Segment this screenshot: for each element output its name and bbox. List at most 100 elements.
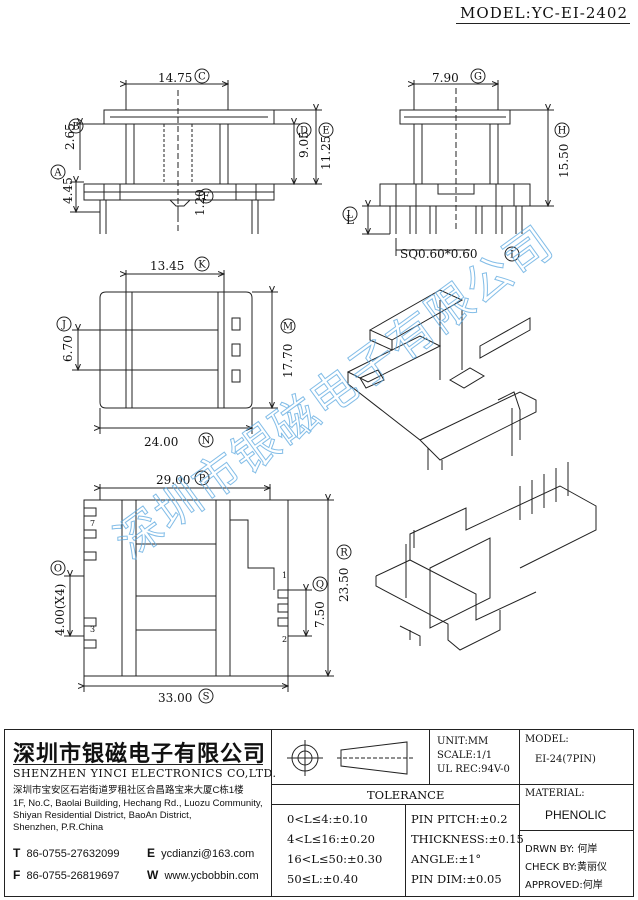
front-view [70,80,322,234]
ul-rec: UL REC:94V-0 [437,764,510,775]
dim-f-value: 1.20 [193,189,207,216]
top-view [72,270,278,434]
dimension-marker-label: S [203,692,210,703]
dimension-marker-circle [312,576,328,592]
dimension-marker-circle [470,68,486,84]
dimension-marker-circle [56,316,72,332]
dimension-marker-label: Q [316,580,324,591]
unit: UNIT:MM [437,736,489,747]
address-en-2: Shiyan Residential District, BaoAn Distr… [13,810,192,821]
model-label: MODEL: [525,734,569,745]
dimension-marker-circle [554,122,570,138]
email-row: E ycdianzi@163.com [147,846,254,860]
dim-e-value: 11.25 [319,136,333,170]
approved-by: APPROVED:何岸 [525,880,603,891]
fax-number: 86-0755-26819697 [26,870,120,882]
phone-label: T [13,846,21,860]
angle: ANGLE:±1° [411,852,482,866]
dimension-marker-label: J [61,320,66,331]
dim-b-value: 2.65 [63,123,77,150]
technical-drawing: 14.75 7.90 13.45 24.00 29.00 33.00 SQ0.6… [50,68,597,705]
dim-m-value: 17.70 [281,344,295,378]
dimension-marker-label: H [558,126,567,137]
address-cn: 深圳市宝安区石岩街道罗租社区合昌路宝来大厦C栋1楼 [13,785,244,796]
bottom-view [64,484,334,692]
tolerance-title: TOLERANCE [367,788,445,802]
dimension-marker-circle [296,122,312,138]
tolerance-4: 50≤L:±0.40 [287,872,359,886]
address-en-1: 1F, No.C, Baolai Building, Hechang Rd., … [13,798,263,809]
company-name-cn: 深圳市银磁电子有限公司 [13,742,267,767]
dimension-marker-circle [198,432,214,448]
dimension-marker-label: L [347,210,354,221]
dimension-marker-label: A [53,168,62,179]
dim-o-value: 4.00(X4) [53,584,67,636]
email-address[interactable]: ycdianzi@163.com [161,848,255,860]
dimension-marker-label: I [510,250,514,261]
dimension-marker-circle [50,560,66,576]
dim-s-value: 33.00 [158,691,192,705]
dimension-marker-circle [336,544,352,560]
dim-c-value: 14.75 [158,71,192,85]
dim-a-value: 4.45 [61,177,75,204]
dimension-marker-label: M [283,322,293,333]
dim-j-value: 6.70 [61,335,75,362]
dimension-marker-label: P [199,474,206,485]
pin-number: 1 [282,571,287,580]
dimension-marker-label: D [300,126,308,137]
dimension-marker-circle [504,246,520,262]
pin-number: 2 [282,635,287,644]
phone-row: T 86-0755-27632099 [13,846,119,860]
dimension-marker-label: K [198,260,206,271]
dimension-marker-label: O [54,564,62,575]
dim-r-value: 23.50 [337,568,351,602]
dimension-marker-circle [280,318,296,334]
model-value: EI-24(7PIN) [535,754,596,765]
dimension-marker-circle [318,122,334,138]
material-label: MATERIAL: [525,788,585,799]
dim-d-value: 9.05 [297,131,311,158]
material-value: PHENOLIC [545,808,607,822]
pin-number: 3 [90,625,95,634]
drawn-by: DRWN BY: 何岸 [525,844,598,855]
website-link[interactable]: www.ycbobbin.com [164,870,259,882]
dim-k-value: 13.45 [150,259,184,273]
dimension-marker-circle [198,188,214,204]
web-label: W [147,868,159,882]
pin-number: 7 [90,519,95,528]
pin-dim: PIN DIM:±0.05 [411,872,502,886]
dimension-marker-circle [194,256,210,272]
fax-row: F 86-0755-26819697 [13,868,119,882]
dimension-marker-label: F [203,192,210,203]
dimension-marker-circle [50,164,66,180]
model-number: MODEL:YC-EI-2402 [456,4,630,24]
isometric-view-top [346,289,537,470]
dimension-marker-circle [194,470,210,486]
dim-q-value: 7.50 [313,601,327,628]
dim-p-value: 29.00 [156,473,190,487]
isometric-view-bottom [375,462,597,651]
side-view [362,80,554,256]
dim-g-value: 7.90 [432,71,459,85]
tolerance-2: 4<L≤16:±0.20 [287,832,375,846]
check-by: CHECK BY:黄丽仪 [525,862,608,873]
thickness: THICKNESS:±0.15 [411,832,524,846]
scale: SCALE:1/1 [437,750,493,761]
dim-h-value: 15.50 [557,144,571,178]
dimension-marker-label: B [72,122,79,133]
dimension-marker-circle [198,688,214,704]
email-label: E [147,846,156,860]
dimension-marker-label: G [474,72,482,83]
dimension-marker-circle [68,118,84,134]
dim-n-value: 24.00 [144,435,178,449]
dim-i-value: SQ0.60*0.60 [400,247,478,261]
dimension-marker-circle [194,68,210,84]
dimension-marker-label: E [322,126,329,137]
dimension-marker-label: C [198,72,206,83]
dimension-marker-label: N [202,436,211,447]
tolerance-3: 16<L≤50:±0.30 [287,852,383,866]
tolerance-1: 0<L≤4:±0.10 [287,812,368,826]
pin-pitch: PIN PITCH:±0.2 [411,812,508,826]
address-en-3: Shenzhen, P.R.China [13,822,104,833]
dim-l-value: L [346,213,354,227]
